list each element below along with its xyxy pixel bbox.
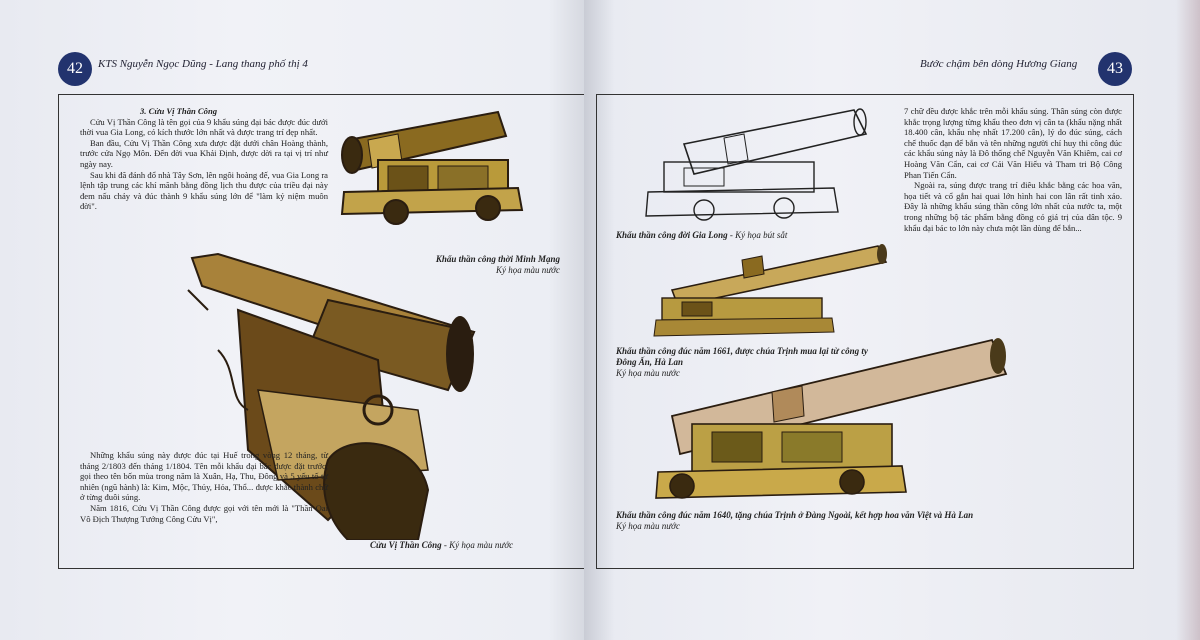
running-head-right: Bước chậm bên dòng Hương Giang — [920, 58, 1078, 70]
paragraph: Năm 1816, Cửu Vị Thần Công được gọi với … — [80, 502, 328, 524]
cannon-1661-illustration — [653, 244, 888, 337]
cannon-gia-long-illustration — [645, 108, 868, 221]
caption-subtitle: Ký họa màu nước — [616, 368, 680, 378]
paragraph: 7 chữ đều được khắc trên mỗi khẩu súng. … — [904, 106, 1122, 180]
paragraph: Ban đầu, Cửu Vị Thần Công xưa được đặt d… — [80, 137, 328, 169]
caption-subtitle: Ký họa màu nước — [496, 265, 560, 275]
section-heading: 3. Cửu Vị Thần Công — [140, 106, 218, 116]
paragraph: Những khẩu súng này được đúc tại Huế tro… — [80, 450, 328, 503]
caption-subtitle: - Ký họa bút sắt — [727, 230, 788, 240]
caption-gia-long: Khẩu thần công đời Gia Long - Ký họa bút… — [616, 230, 896, 241]
left-page — [0, 0, 596, 640]
cannon-minh-mang-illustration — [340, 110, 524, 225]
caption-subtitle: Ký họa màu nước — [616, 521, 680, 531]
paragraph: Ngoài ra, súng được trang trí điêu khắc … — [904, 180, 1122, 233]
page-number-left: 42 — [58, 52, 92, 86]
caption-minh-mang: Khẩu thần công thời Minh Mạng Ký họa màu… — [380, 254, 560, 276]
caption-cuu-vi-than-cong: Cửu Vị Thần Công - Ký họa màu nước — [370, 540, 570, 551]
paragraph: Cửu Vị Thần Công là tên gọi của 9 khẩu s… — [80, 116, 328, 138]
caption-title: Khẩu thần công đời Gia Long — [616, 230, 728, 240]
paragraph: Sau khi đã đánh đổ nhà Tây Sơn, lên ngôi… — [80, 169, 328, 212]
text-block-right: 7 chữ đều được khắc trên mỗi khẩu súng. … — [904, 106, 1122, 233]
page-number-right: 43 — [1098, 52, 1132, 86]
caption-title: Khẩu thần công thời Minh Mạng — [435, 254, 560, 264]
caption-title: Khẩu thần công đúc năm 1661, được chúa T… — [616, 346, 868, 367]
caption-title: Cửu Vị Thần Công — [370, 540, 442, 550]
text-block-top: 3. Cửu Vị Thần Công Cửu Vị Thần Công là … — [80, 106, 328, 212]
caption-1661: Khẩu thần công đúc năm 1661, được chúa T… — [616, 346, 876, 379]
content-frame-right — [596, 94, 1134, 569]
caption-title: Khẩu thần công đúc năm 1640, tặng chúa T… — [616, 510, 974, 520]
text-block-bottom: Những khẩu súng này được đúc tại Huế tro… — [80, 450, 328, 524]
caption-1640: Khẩu thần công đúc năm 1640, tặng chúa T… — [616, 510, 1116, 532]
running-head-left: KTS Nguyễn Ngọc Dũng - Lang thang phố th… — [98, 58, 308, 70]
cannon-1640-illustration — [655, 338, 1008, 499]
cuu-vi-than-cong-illustration — [187, 252, 476, 540]
caption-subtitle: - Ký họa màu nước — [441, 540, 514, 550]
